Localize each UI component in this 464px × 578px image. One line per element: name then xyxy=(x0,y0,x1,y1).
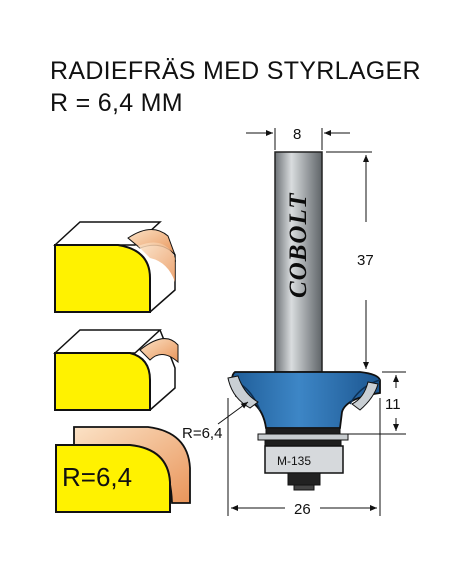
washer xyxy=(257,433,349,441)
dimension-overall-diameter: 26 xyxy=(227,398,381,518)
bearing-screw xyxy=(287,472,321,486)
profile-illustration-2 xyxy=(53,329,179,411)
product-title: RADIEFRÄS MED STYRLAGER xyxy=(50,57,421,85)
bearing-model: M-135 xyxy=(277,454,311,468)
radius-subtitle: R = 6,4 MM xyxy=(50,89,183,117)
radius-callout: R=6,4 xyxy=(182,401,249,442)
dimension-shank-diameter: 8 xyxy=(246,126,350,150)
shank xyxy=(274,151,323,373)
profile-radius-label: R=6,4 xyxy=(62,462,132,492)
radius-callout-value: R=6,4 xyxy=(182,425,222,442)
profile-illustration-3: R=6,4 xyxy=(55,426,191,513)
overall-diameter-value: 26 xyxy=(294,501,311,518)
cutting-height-value: 11 xyxy=(385,396,401,413)
guide-bearing xyxy=(264,445,344,474)
washer xyxy=(265,427,341,435)
dimension-shank-length: 37 xyxy=(326,151,374,369)
shank-diameter-value: 8 xyxy=(293,126,301,143)
dimension-cutting-height: 11 xyxy=(346,371,406,435)
washer xyxy=(264,439,342,447)
brand-label: COBOLT xyxy=(285,192,312,298)
shank-length-value: 37 xyxy=(357,252,374,269)
router-bit: COBOLT M-135 xyxy=(227,151,381,491)
profile-illustration-1 xyxy=(53,221,176,313)
